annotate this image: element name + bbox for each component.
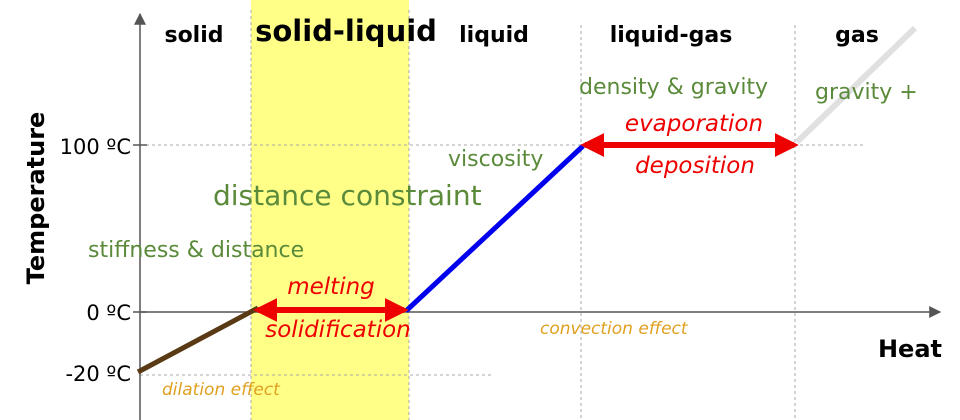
liquid-segment [404,144,585,313]
phase-liquid: liquid [459,23,529,48]
constraint-gravity: gravity + [815,80,918,105]
y-axis-label: Temperature [22,112,50,285]
tick-0: 0 ºC [86,301,131,325]
transition-solidification: solidification [265,317,410,343]
phase-liquid-gas: liquid-gas [610,23,733,48]
tick-minus20: -20 ºC [65,362,131,386]
constraint-distance: distance constraint [213,179,482,212]
constraint-viscosity: viscosity [448,147,543,172]
x-axis-label: Heat [878,335,942,363]
tick-100: 100 ºC [60,135,131,159]
solid-liquid-band [251,0,409,420]
gas-segment [794,25,918,145]
transition-melting: melting [287,274,375,300]
constraint-density: density & gravity [579,75,768,100]
phase-gas: gas [835,23,879,48]
effect-dilation: dilation effect [162,380,281,400]
phase-solid-liquid: solid-liquid [255,14,437,48]
phase-solid: solid [164,23,223,48]
transition-deposition: deposition [635,153,755,179]
solid-segment [136,305,260,375]
constraint-stiffness: stiffness & distance [88,238,304,263]
transition-evaporation: evaporation [625,111,763,137]
effect-convection: convection effect [540,319,689,339]
